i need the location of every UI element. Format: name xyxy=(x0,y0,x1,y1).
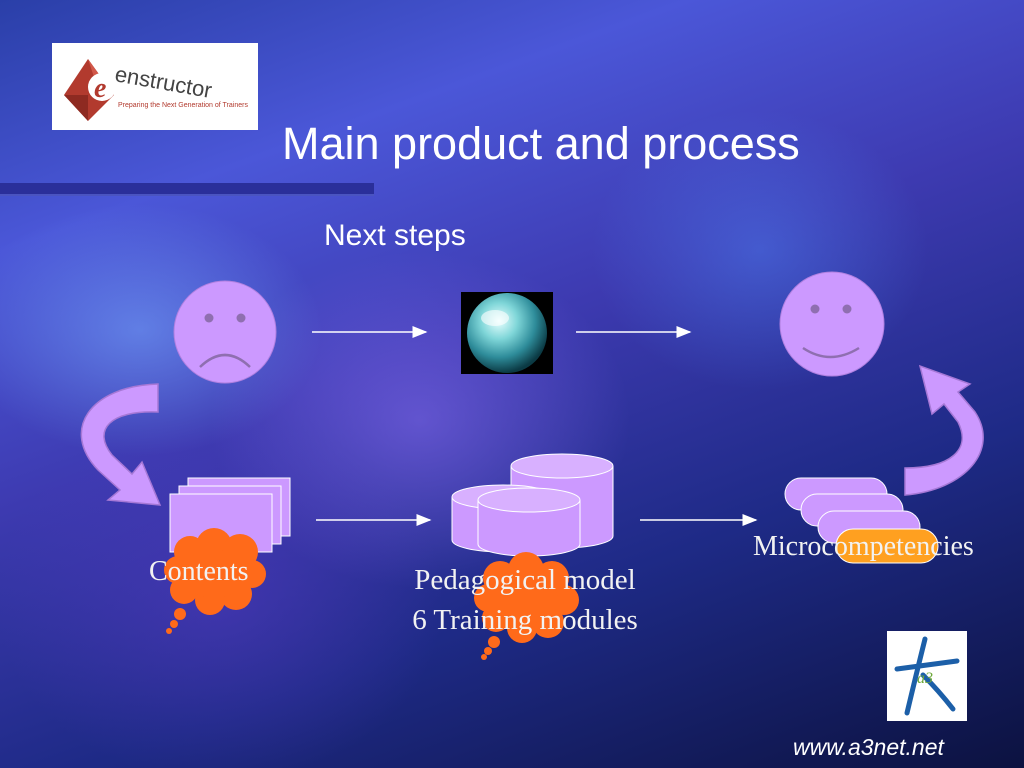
stacked-pills-icon xyxy=(784,477,939,564)
slide-subtitle: Next steps xyxy=(324,219,466,252)
crystal-ball-icon xyxy=(461,292,553,374)
pedagogical-model-line: Pedagogical model xyxy=(414,564,636,596)
curved-arrow-down-icon xyxy=(80,383,162,506)
documents-icon xyxy=(169,477,291,553)
a3-logo-text: a3 xyxy=(917,670,933,687)
title-divider-bar xyxy=(0,183,374,196)
logo-tagline: Preparing the Next Generation of Trainer… xyxy=(118,102,248,109)
thought-cloud-icon xyxy=(164,528,266,634)
footer-url[interactable]: www.a3net.net xyxy=(793,734,944,760)
svg-text:e: e xyxy=(94,73,106,104)
sad-face-icon xyxy=(173,280,277,384)
slide-title: Main product and process xyxy=(282,118,800,169)
microcompetencies-label: Microcompetencies xyxy=(753,531,974,562)
thought-cloud-icon xyxy=(474,552,579,660)
a3-logo-graphic: a3 xyxy=(894,636,960,716)
curved-arrow-up-icon xyxy=(904,364,984,496)
database-icon xyxy=(451,453,614,557)
training-modules-line: 6 Training modules xyxy=(412,604,638,636)
pedagogical-model-label: Pedagogical model 6 Training modules xyxy=(340,560,710,640)
happy-face-icon xyxy=(779,271,885,377)
contents-label: Contents xyxy=(149,556,249,587)
enstructor-logo-graphic: e enstructor Preparing the Next Generati… xyxy=(64,59,248,121)
a3-logo: a3 xyxy=(887,631,967,721)
enstructor-logo: e enstructor Preparing the Next Generati… xyxy=(52,43,258,130)
